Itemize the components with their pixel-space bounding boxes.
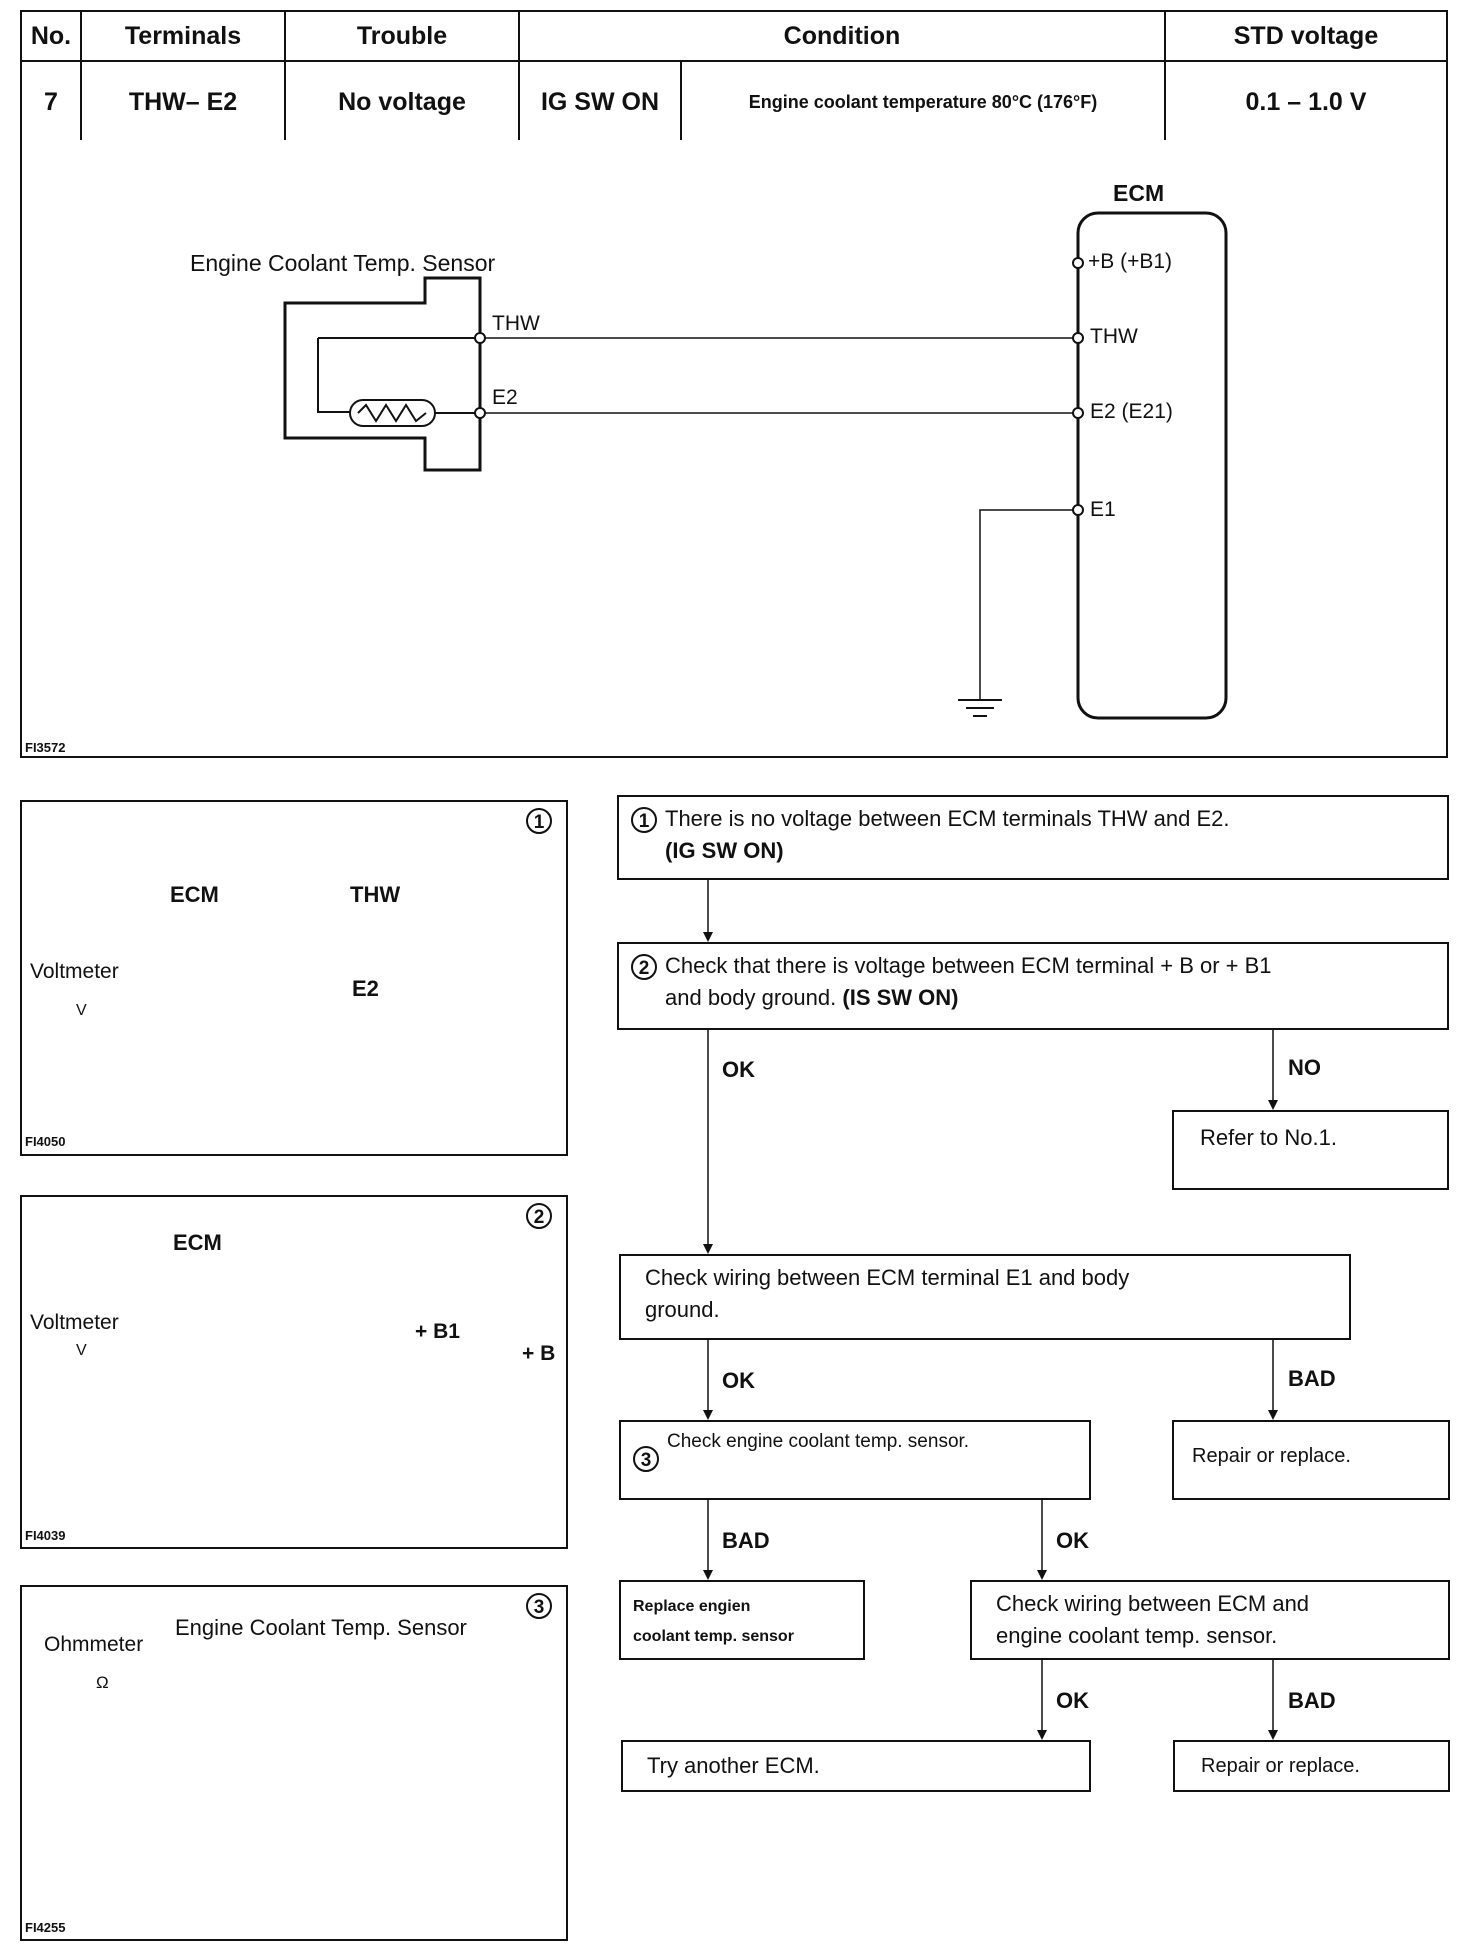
ecm-pin-thw: THW [1090,325,1138,348]
flow-check-wiring: Check wiring between ECM and engine cool… [970,1580,1450,1660]
flow-step1-line1: There is no voltage between ECM terminal… [665,806,1230,831]
flow-repair-text-2: Repair or replace. [1201,1755,1360,1777]
illustration-2-label-ecm: ECM [173,1230,222,1255]
flow-step2-line2: and body ground. [665,985,837,1010]
flow-repair-box-2: Repair or replace. [1173,1740,1450,1792]
illustration-1 [20,800,568,1156]
illustration-3-number-badge: 3 [526,1593,560,1619]
sensor-body [283,276,482,472]
ecm-box [1076,211,1228,720]
ecm-pin-b: +B (+B1) [1088,250,1173,273]
flow-label-ok-3: OK [1056,1528,1089,1553]
sensor-inner-loop [317,338,350,413]
ecm-pin-e1: E1 [1090,498,1116,521]
flow-step2-number: 2 [631,954,657,981]
flow-check-wiring-line2: engine coolant temp. sensor. [996,1623,1278,1648]
illustration-3-figure-code: FI4255 [25,1920,66,1935]
cell-condition-switch: IG SW ON [518,60,682,144]
flow-refer-box: Refer to No.1. [1172,1110,1449,1190]
flow-label-ok-1: OK [722,1057,755,1082]
illustration-3-meter: Ohmmeter [44,1633,144,1656]
illustration-3 [20,1585,568,1941]
sensor-pin-e2: E2 [492,386,518,409]
flow-label-bad-3: BAD [1288,1688,1336,1713]
flow-replace-sensor-line1: Replace engien [633,1598,751,1615]
flow-label-ok-4: OK [1056,1688,1089,1713]
illustration-1-meter-symbol: V [76,1002,87,1019]
header-condition: Condition [518,10,1166,62]
flow-try-ecm-text: Try another ECM. [647,1753,820,1778]
flow-repair-box-1: Repair or replace. [1172,1420,1450,1500]
illustration-1-meter: Voltmeter [30,960,119,983]
illustration-3-number: 3 [526,1593,552,1619]
flow-label-bad-2: BAD [722,1528,770,1553]
flow-label-ok-2: OK [722,1368,755,1393]
cell-no: 7 [20,60,82,144]
cell-condition-detail: Engine coolant temperature 80°C (176°F) [680,60,1166,144]
flow-step2-line1: Check that there is voltage between ECM … [665,953,1272,978]
ecm-pin-e2: E2 (E21) [1090,400,1173,423]
flow-try-ecm: Try another ECM. [621,1740,1091,1792]
illustration-3-meter-symbol: Ω [96,1673,109,1692]
flow-check-e1-line2: ground. [645,1297,720,1322]
illustration-2-number: 2 [526,1203,552,1229]
illustration-1-label-ecm: ECM [170,882,219,907]
illustration-2-label-b: + B [522,1342,556,1365]
illustration-1-number: 1 [526,808,552,834]
flow-step1-number: 1 [631,807,657,834]
cell-std-voltage: 0.1 – 1.0 V [1164,60,1448,144]
wire-e1-ground [979,509,1078,700]
illustration-1-label-thw: THW [350,882,401,907]
illustration-2-label-b1: + B1 [415,1320,460,1343]
illustration-1-label-e2: E2 [352,976,379,1001]
illustration-2-number-badge: 2 [526,1203,560,1229]
illustration-2-figure-code: FI4039 [25,1528,66,1543]
flow-replace-sensor: Replace engien coolant temp. sensor [619,1580,865,1660]
header-terminals: Terminals [80,10,286,62]
thermistor [349,399,436,427]
spec-table-row: 7 THW– E2 No voltage IG SW ON Engine coo… [20,60,1448,144]
sensor-label: Engine Coolant Temp. Sensor [190,250,496,276]
ground-symbol [958,699,1002,717]
flow-step1-line2: (IG SW ON) [665,838,784,863]
spec-table-header: No. Terminals Trouble Condition STD volt… [20,10,1448,62]
header-no: No. [20,10,82,62]
flow-check-e1: Check wiring between ECM terminal E1 and… [619,1254,1351,1340]
flow-step2-line2-bold: (IS SW ON) [842,985,959,1010]
flow-step2: 2 Check that there is voltage between ECM… [617,942,1449,1030]
cell-terminals: THW– E2 [80,60,286,144]
spec-table: No. Terminals Trouble Condition STD volt… [20,10,1448,144]
flow-step3-number: 3 [633,1446,659,1472]
illustration-2 [20,1195,568,1549]
flow-check-e1-line1: Check wiring between ECM terminal E1 and… [645,1265,1130,1290]
thermistor-zigzag [357,403,427,423]
illustration-2-meter-symbol: V [76,1342,87,1359]
ecm-label: ECM [1113,180,1165,206]
header-std-voltage: STD voltage [1164,10,1448,62]
flow-step1: 1 There is no voltage between ECM termina… [617,795,1449,880]
cell-trouble: No voltage [284,60,520,144]
flow-refer-text: Refer to No.1. [1200,1125,1337,1150]
circuit-panel [20,140,1448,758]
flowchart-arrowheads [703,932,1278,1740]
flow-repair-text-1: Repair or replace. [1192,1445,1351,1467]
flow-replace-sensor-line2: coolant temp. sensor [633,1628,794,1645]
flow-step3-text: Check engine coolant temp. sensor. [667,1431,970,1453]
flow-label-bad-1: BAD [1288,1366,1336,1391]
illustration-2-meter: Voltmeter [30,1311,119,1334]
header-trouble: Trouble [284,10,520,62]
illustration-1-figure-code: FI4050 [25,1134,66,1149]
flowchart-connectors [707,880,1274,1738]
illustration-3-label-sensor: Engine Coolant Temp. Sensor [175,1615,467,1640]
circuit-figure-code: FI3572 [25,740,66,755]
flow-check-wiring-line1: Check wiring between ECM and [996,1591,1310,1616]
flow-step3: 3 Check engine coolant temp. sensor. [619,1420,1091,1500]
flow-label-no: NO [1288,1055,1321,1080]
sensor-pin-thw: THW [492,312,540,335]
illustration-1-number-badge: 1 [526,808,560,834]
